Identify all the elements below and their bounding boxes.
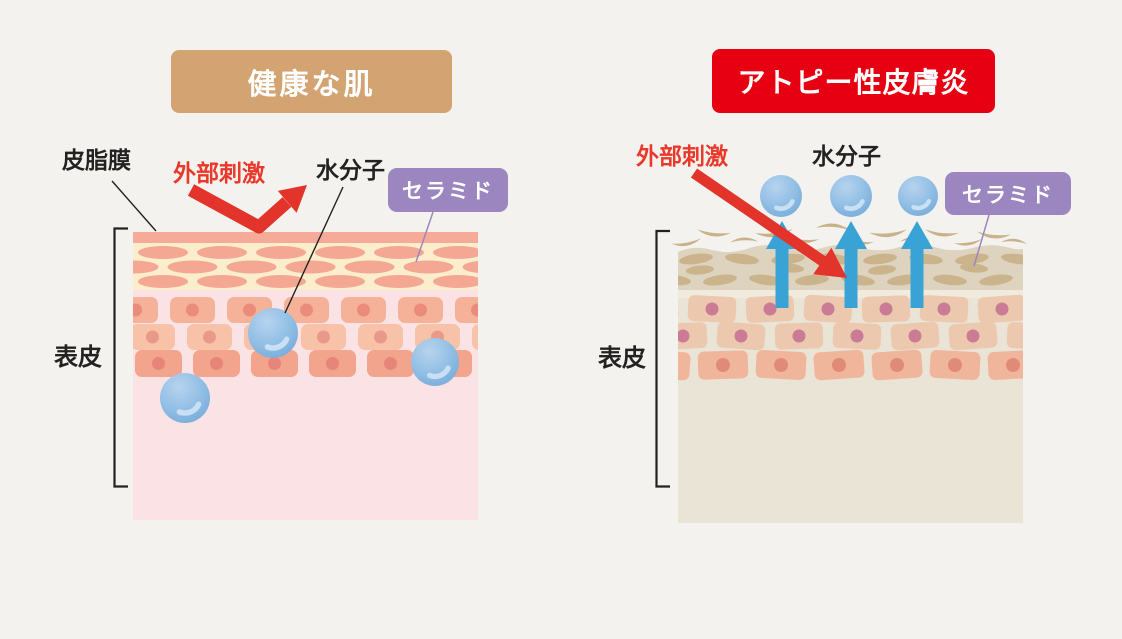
water-molecule	[160, 373, 210, 423]
ceramide-badge-healthy-text: セラミド	[402, 180, 494, 203]
sebum-film-label: 皮脂膜	[62, 147, 131, 173]
healthy-skin-title: 健康な肌	[171, 50, 452, 113]
external-stimulus-label-healthy: 外部刺激	[173, 160, 265, 186]
water-molecule-label-atopic: 水分子	[812, 143, 881, 169]
external-stimulus-label-atopic: 外部刺激	[636, 143, 728, 169]
atopic-dermatitis-title-text: アトピー性皮膚炎	[737, 67, 970, 98]
blue-up-arrow	[901, 221, 933, 308]
red-bounce-arrow	[187, 184, 307, 234]
ceramide-badge-atopic: セラミド	[945, 172, 1071, 215]
ceramide-pointer-line-atopic	[973, 214, 990, 267]
ceramide-pointer-line-healthy	[415, 211, 434, 263]
ceramide-badge-healthy: セラミド	[388, 168, 508, 212]
epidermis-label-healthy: 表皮	[54, 344, 102, 371]
sebum-pointer-line	[111, 180, 157, 232]
water-molecules-healthy	[160, 308, 459, 423]
water-molecule	[760, 175, 802, 217]
water-molecule-label-healthy: 水分子	[316, 157, 385, 183]
water-molecules-atopic	[760, 175, 938, 217]
water-escape-arrows	[766, 221, 933, 308]
water-pointer-line-healthy	[284, 186, 344, 314]
water-molecule	[411, 338, 459, 386]
epidermis-label-atopic: 表皮	[598, 345, 646, 372]
epidermis-bracket-atopic	[655, 229, 670, 488]
water-molecule	[830, 175, 872, 217]
healthy-skin-title-text: 健康な肌	[247, 68, 376, 101]
red-penetration-arrow	[690, 168, 847, 278]
ceramide-badge-atopic-text: セラミド	[962, 183, 1054, 207]
epidermis-bracket-healthy	[113, 227, 128, 488]
atopic-dermatitis-title: アトピー性皮膚炎	[712, 49, 995, 113]
loose-ceramide-flakes	[671, 223, 1027, 247]
water-molecule	[248, 308, 298, 358]
water-molecule	[898, 176, 938, 216]
blue-up-arrow	[835, 221, 867, 308]
